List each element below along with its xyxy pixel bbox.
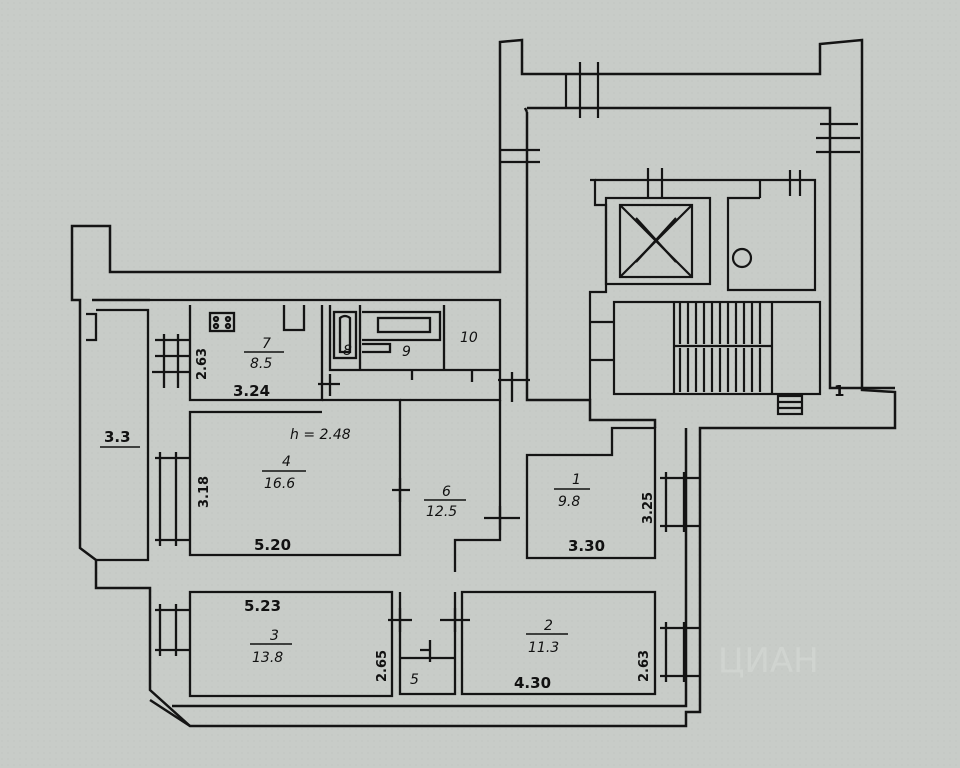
room-8-number: 8 — [343, 343, 352, 359]
room-2-area: 11.3 — [528, 640, 559, 656]
balcony-size: 3.3 — [104, 428, 131, 446]
room-6-number: 6 — [442, 484, 451, 500]
room-2-number: 2 — [544, 618, 553, 634]
room-7-depth: 2.63 — [195, 348, 210, 380]
room-1-area: 9.8 — [558, 494, 580, 510]
room-7-number: 7 — [262, 336, 271, 352]
room-3-area: 13.8 — [252, 650, 283, 666]
outer-walls — [70, 38, 897, 728]
room-4-number: 4 — [282, 454, 291, 470]
room-7-width: 3.24 — [233, 382, 270, 400]
room-4-width: 5.20 — [254, 536, 291, 554]
room-3-number: 3 — [270, 628, 279, 644]
room-3-depth: 2.65 — [375, 650, 390, 682]
room-1-width: 3.30 — [568, 537, 605, 555]
stair-core — [500, 62, 860, 416]
room-3-width: 5.23 — [244, 597, 281, 615]
room-1-depth: 3.25 — [641, 492, 656, 524]
drain-icon — [731, 247, 753, 269]
room-2-width: 4.30 — [514, 674, 551, 692]
room-4-height: h = 2.48 — [290, 427, 351, 443]
room-6-area: 12.5 — [426, 504, 457, 520]
room-4-area: 16.6 — [264, 476, 295, 492]
room-7-area: 8.5 — [250, 356, 272, 372]
apartment-walls — [86, 298, 700, 698]
room-4-depth: 3.18 — [197, 476, 212, 508]
room-1-number: 1 — [572, 472, 581, 488]
watermark-logo: ЦИАН — [718, 641, 819, 681]
room-9-number: 9 — [402, 344, 411, 360]
room-5-number: 5 — [410, 672, 419, 688]
room-2-depth: 2.63 — [637, 650, 652, 682]
room-10-number: 10 — [460, 330, 478, 346]
stair-number: 1 — [834, 382, 844, 400]
